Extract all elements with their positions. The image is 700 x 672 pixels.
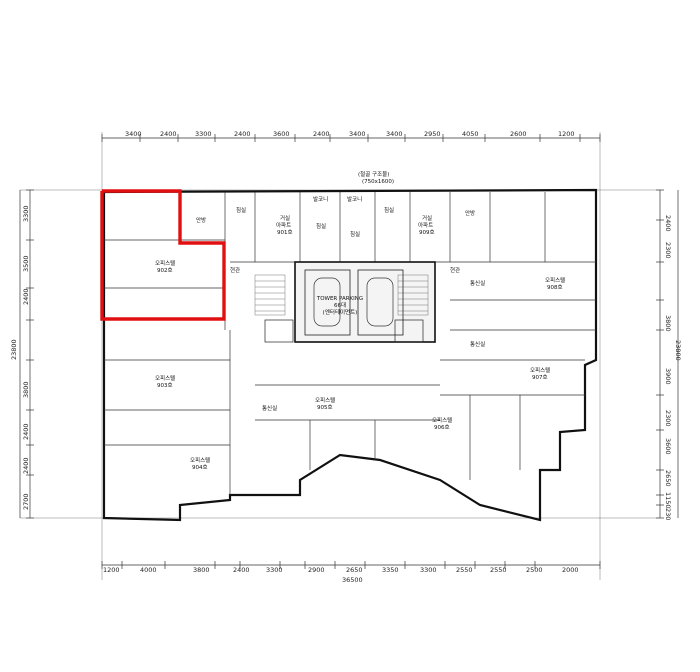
dim-top-7: 3400	[349, 130, 366, 138]
dim-right-4: 3900	[664, 368, 672, 385]
room-906-num: 906호	[434, 424, 450, 431]
car-icon	[366, 277, 394, 327]
room-bed-2: 침실	[316, 222, 326, 230]
dim-top-12: 1200	[558, 130, 575, 138]
dim-bottom-13: 2000	[562, 566, 579, 574]
room-comm-1: 통신실	[470, 279, 485, 287]
dim-top-11: 2600	[510, 130, 527, 138]
dim-right-1: 2400	[664, 215, 672, 232]
dim-labels: 3400 2400 3300 2400 3600 2400 3400 3400 …	[10, 130, 682, 584]
dim-top-5: 3600	[273, 130, 290, 138]
room-902-num: 902호	[157, 267, 173, 274]
building-walls	[102, 188, 598, 522]
dim-bottom-10: 2550	[456, 566, 473, 574]
room-entrance-1: 현관	[230, 266, 240, 274]
room-901-num: 901호	[277, 229, 293, 236]
room-901-sub: 아파트	[276, 221, 291, 229]
dim-right-3: 3800	[664, 315, 672, 332]
dim-right-7: 2650	[664, 470, 672, 487]
room-903-name: 오피스텔	[155, 374, 175, 382]
dim-right-total: 23800	[674, 340, 682, 361]
dim-left-7: 2700	[22, 493, 30, 510]
room-908-num: 908호	[547, 284, 563, 291]
tower-parking-note: (엔터테이먼트)	[323, 308, 358, 316]
dim-bottom-5: 3300	[266, 566, 283, 574]
tower-parking-label: TOWER PARKING	[316, 296, 363, 302]
dim-bottom-total: 36500	[342, 576, 363, 584]
room-bed-3: 침실	[350, 230, 360, 238]
dim-left-6: 2400	[22, 457, 30, 474]
dim-bottom-7: 2650	[346, 566, 363, 574]
dim-top-4: 2400	[234, 130, 251, 138]
stair-left	[254, 274, 286, 316]
room-902-name: 오피스텔	[155, 259, 175, 267]
room-904-name: 오피스텔	[190, 456, 210, 464]
dim-left-5: 2400	[22, 423, 30, 440]
room-comm-3: 통신실	[262, 404, 277, 412]
dim-bottom-3: 3800	[193, 566, 210, 574]
room-907-name: 오피스텔	[530, 366, 550, 374]
top-note-2: (750x1600)	[362, 179, 394, 185]
room-904-num: 904호	[192, 464, 208, 471]
room-master-right: 안방	[465, 209, 475, 217]
dim-top-10: 4050	[462, 130, 479, 138]
dim-left-3: 2400	[22, 288, 30, 305]
parking-core: TOWER PARKING 66대 (엔터테이먼트)	[254, 261, 436, 343]
dim-top-2: 2400	[160, 130, 177, 138]
room-909-num: 909호	[419, 229, 435, 236]
dim-right-8: 1150	[664, 492, 672, 509]
room-909-name: 거실	[422, 214, 432, 222]
dim-bottom-6: 2900	[308, 566, 325, 574]
dim-top-8: 3400	[386, 130, 403, 138]
room-903-num: 903호	[157, 382, 173, 389]
dim-left-total: 23800	[10, 339, 18, 360]
dim-top-3: 3300	[195, 130, 212, 138]
dim-top-1: 3400	[125, 130, 142, 138]
room-entrance-2: 현관	[450, 266, 460, 274]
room-bed-1: 침실	[236, 206, 246, 214]
car-icon	[313, 277, 341, 327]
room-906-name: 오피스텔	[432, 416, 452, 424]
dim-top-9: 2950	[424, 130, 441, 138]
dim-left-1: 3300	[22, 205, 30, 222]
room-905-name: 오피스텔	[315, 396, 335, 404]
dim-bottom-9: 3300	[420, 566, 437, 574]
tower-parking-capacity: 66대	[334, 301, 346, 309]
dim-left-4: 3800	[22, 381, 30, 398]
dim-right-2: 2300	[664, 242, 672, 259]
room-balcony-1: 발코니	[313, 195, 328, 203]
room-comm-2: 통신실	[470, 340, 485, 348]
dim-left-2: 3500	[22, 255, 30, 272]
dim-top-6: 2400	[313, 130, 330, 138]
dim-bottom-12: 2500	[526, 566, 543, 574]
room-905-num: 905호	[317, 404, 333, 411]
highlight-outline	[100, 189, 226, 321]
room-bed-4: 침실	[384, 206, 394, 214]
dim-bottom-4: 2400	[233, 566, 250, 574]
dim-bottom-11: 2550	[490, 566, 507, 574]
dim-bottom-8: 3350	[382, 566, 399, 574]
room-901-name: 거실	[280, 214, 290, 222]
room-balcony-2: 발코니	[347, 195, 362, 203]
room-master-left: 안방	[196, 216, 206, 224]
stair-right	[397, 274, 429, 316]
dim-right-5: 2300	[664, 410, 672, 427]
room-907-num: 907호	[532, 374, 548, 381]
dim-bottom-1: 1200	[103, 566, 120, 574]
room-labels: 오피스텔 902호 오피스텔 903호 오피스텔 904호 오피스텔 905호 …	[155, 170, 565, 471]
dim-right-6: 3600	[664, 438, 672, 455]
top-note-1: (철골 구조물)	[358, 170, 389, 178]
dim-right-9: 230	[664, 508, 672, 520]
room-908-name: 오피스텔	[545, 276, 565, 284]
room-909-sub: 아파트	[418, 221, 433, 229]
dim-bottom-2: 4000	[140, 566, 157, 574]
